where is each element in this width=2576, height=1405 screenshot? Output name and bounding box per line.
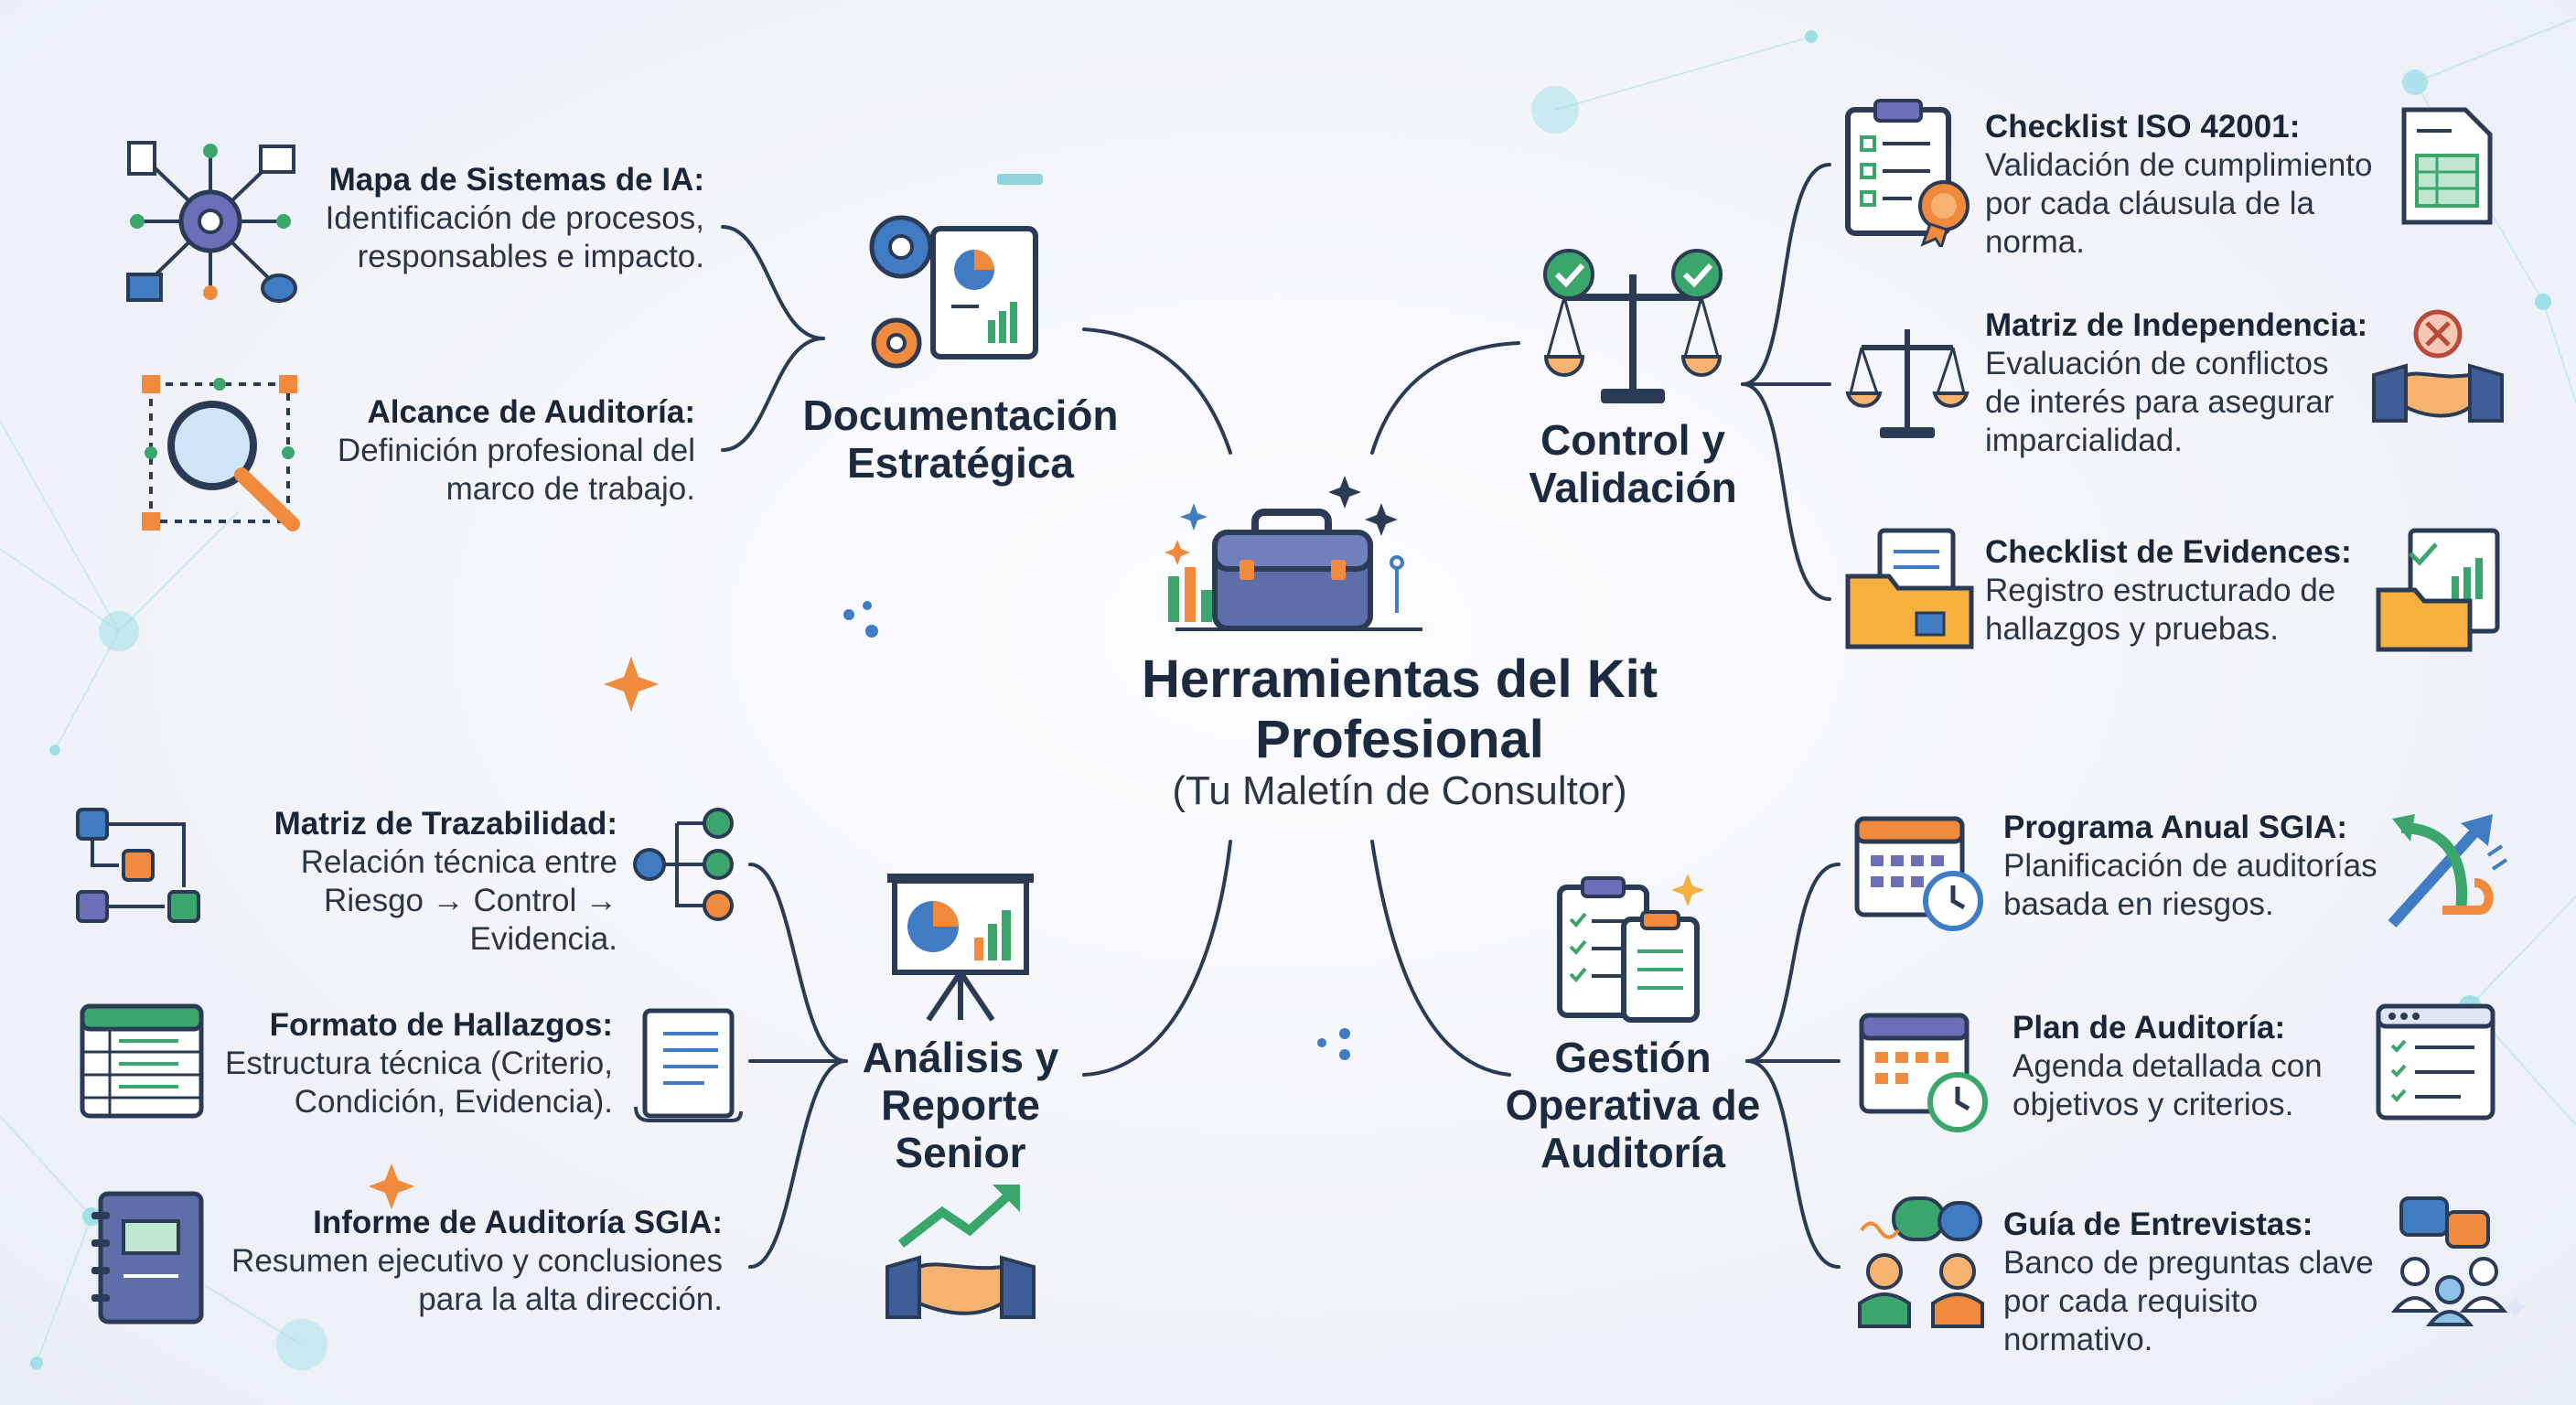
tool-guia-title: Guía de Entrevistas:	[2003, 1207, 2313, 1242]
flow-blocks-icon	[76, 808, 200, 923]
tool-hallazgos-title: Formato de Hallazgos:	[269, 1007, 613, 1043]
calendar-time-icon	[1859, 1013, 1988, 1132]
category-analisis: Análisis y Reporte Senior	[862, 1034, 1059, 1176]
browser-checklist-icon	[2376, 1003, 2496, 1121]
tool-programa-title: Programa Anual SGIA:	[2003, 810, 2347, 845]
category-documentacion: Documentación Estratégica	[802, 391, 1119, 487]
notebook-report-icon	[91, 1191, 204, 1325]
tool-iso-title: Checklist ISO 42001:	[1985, 109, 2301, 145]
tool-hallazgos: Formato de Hallazgos: Estructura técnica…	[210, 1006, 613, 1121]
tool-informe-title: Informe de Auditoría SGIA:	[313, 1205, 723, 1240]
tool-trazabilidad: Matriz de Trazabilidad: Relación técnica…	[210, 805, 617, 959]
spreadsheet-doc-icon	[2401, 107, 2493, 225]
tool-informe: Informe de Auditoría SGIA: Resumen ejecu…	[220, 1204, 723, 1319]
category-control: Control y Validación	[1529, 416, 1737, 511]
interview-people-icon	[1858, 1196, 1984, 1328]
tool-mapa: Mapa de Sistemas de IA: Identificación d…	[284, 161, 704, 276]
tool-programa: Programa Anual SGIA: Planificación de au…	[2003, 809, 2397, 924]
tool-iso: Checklist ISO 42001: Validación de cumpl…	[1985, 108, 2415, 262]
central-title: Herramientas del Kit Profesional	[1141, 649, 1658, 769]
category-gestion: Gestión Operativa de Auditoría	[1505, 1034, 1761, 1176]
tool-mapa-title: Mapa de Sistemas de IA:	[328, 162, 704, 198]
handshake-conflict-icon	[2372, 309, 2504, 423]
tool-independencia-title: Matriz de Independencia:	[1985, 307, 2368, 343]
tool-evidences: Checklist de Evidences: Registro estruct…	[1985, 533, 2369, 649]
calendar-clock-icon	[1854, 816, 1983, 931]
folder-docs-icon	[1845, 528, 1974, 649]
tool-mapa-desc: Identificación de procesos, responsables…	[325, 200, 704, 274]
tool-independencia: Matriz de Independencia: Evaluación de c…	[1985, 306, 2369, 460]
tool-evidences-title: Checklist de Evidences:	[1985, 534, 2352, 570]
tool-independencia-desc: Evaluación de conflictos de interés para…	[1985, 346, 2334, 458]
tool-alcance-title: Alcance de Auditoría:	[367, 394, 696, 430]
tool-guia-desc: Banco de preguntas clave por cada requis…	[2003, 1245, 2374, 1357]
magnifier-scope-icon	[142, 375, 300, 531]
briefcase-icon	[1165, 476, 1422, 631]
tool-plan-title: Plan de Auditoría:	[2012, 1010, 2286, 1046]
gears-document-icon	[869, 174, 1043, 369]
network-map-icon	[126, 141, 297, 303]
question-group-icon	[2390, 1196, 2525, 1326]
scale-icon	[1845, 329, 1970, 438]
tool-alcance-desc: Definición profesional del marco de trab…	[337, 433, 695, 507]
tool-hallazgos-desc: Estructura técnica (Criterio, Condición,…	[224, 1046, 613, 1120]
branch-nodes-icon	[633, 808, 734, 921]
tool-iso-desc: Validación de cumplimiento por cada cláu…	[1985, 147, 2373, 260]
clipboard-checklist-icon	[1557, 874, 1704, 1023]
tool-informe-desc: Resumen ejecutivo y conclusiones para la…	[231, 1243, 723, 1317]
clipboard-badge-icon	[1845, 99, 1970, 247]
tool-plan-desc: Agenda detallada con objetivos y criteri…	[2012, 1048, 2323, 1122]
table-list-icon	[80, 1003, 204, 1119]
scroll-document-icon	[634, 1008, 743, 1122]
handshake-growth-icon	[886, 1185, 1036, 1319]
balance-scale-check-icon	[1543, 249, 1723, 403]
presentation-board-icon	[887, 874, 1034, 1022]
tool-programa-desc: Planificación de auditorías basada en ri…	[2003, 848, 2377, 922]
tool-alcance: Alcance de Auditoría: Definición profesi…	[302, 393, 695, 509]
tool-evidences-desc: Registro estructurado de hallazgos y pru…	[1985, 573, 2336, 647]
central-subtitle: (Tu Maletín de Consultor)	[1172, 768, 1627, 813]
arrows-exchange-icon	[2388, 814, 2508, 928]
tool-plan: Plan de Auditoría: Agenda detallada con …	[2012, 1009, 2378, 1124]
tool-guia: Guía de Entrevistas: Banco de preguntas …	[2003, 1206, 2406, 1359]
folder-chart-icon	[2376, 528, 2500, 652]
tool-trazabilidad-desc: Relación técnica entre Riesgo → Control …	[300, 844, 617, 957]
tool-trazabilidad-title: Matriz de Trazabilidad:	[274, 806, 617, 842]
